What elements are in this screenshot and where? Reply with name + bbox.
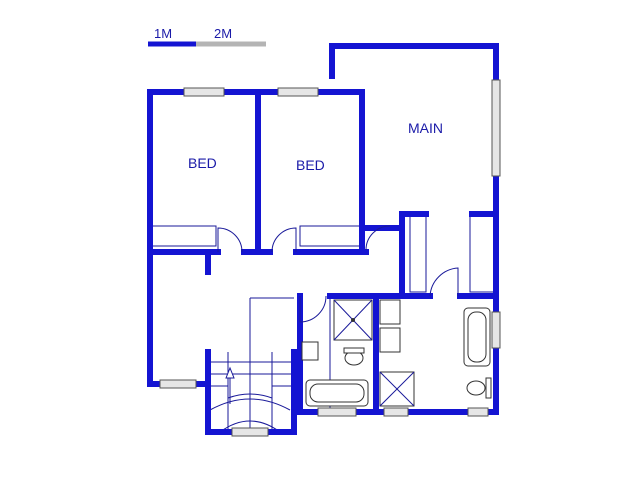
basin-bath-1 (301, 341, 319, 361)
room-label-main: MAIN (408, 120, 443, 136)
window-main (491, 79, 501, 177)
arrow-up-icon (225, 366, 235, 379)
toilet-cistern (343, 347, 365, 354)
bathtub-basin (309, 383, 365, 403)
basin-bath-2 (379, 299, 401, 325)
wardrobe-bed-2 (299, 225, 363, 247)
fixtures (301, 299, 492, 407)
door-main (365, 225, 391, 251)
scale-bar: 1M 2M (148, 26, 266, 47)
basin-bath-2b (379, 327, 401, 353)
window-ensuite-side (491, 311, 501, 349)
window-stairwell (231, 427, 269, 437)
stair-winder (227, 393, 273, 399)
doors (217, 225, 459, 323)
toilet-ensuite (466, 380, 486, 396)
shower-drain-icon (351, 318, 355, 322)
room-label-bed-2: BED (296, 157, 325, 173)
window-ensuite (467, 407, 489, 417)
toilet-ensuite-cistern (485, 377, 492, 399)
door-bed-2 (271, 227, 297, 253)
wardrobe-main-2 (469, 215, 497, 293)
door-bed-1 (217, 227, 243, 253)
door-ensuite (429, 267, 459, 297)
scale-label-1m: 1M (154, 26, 172, 41)
wardrobe-bed-1 (151, 225, 217, 247)
staircase (208, 352, 292, 433)
wall-main-outer (329, 43, 499, 217)
door-bath-1 (299, 295, 327, 323)
window-passage (159, 379, 197, 389)
window-bath-2 (383, 407, 409, 417)
wall-left (147, 89, 211, 387)
windows (159, 79, 501, 437)
walls (147, 43, 499, 435)
room-label-bed-1: BED (188, 155, 217, 171)
scale-label-2m: 2M (214, 26, 232, 41)
wardrobe-main-1 (409, 215, 427, 293)
wall-stairwell (205, 349, 297, 435)
window-bed-1 (183, 87, 225, 97)
window-bed-2 (277, 87, 319, 97)
window-bath-1 (317, 407, 357, 417)
bathtub-ensuite-basin (467, 311, 487, 363)
shower-cross (379, 371, 415, 407)
